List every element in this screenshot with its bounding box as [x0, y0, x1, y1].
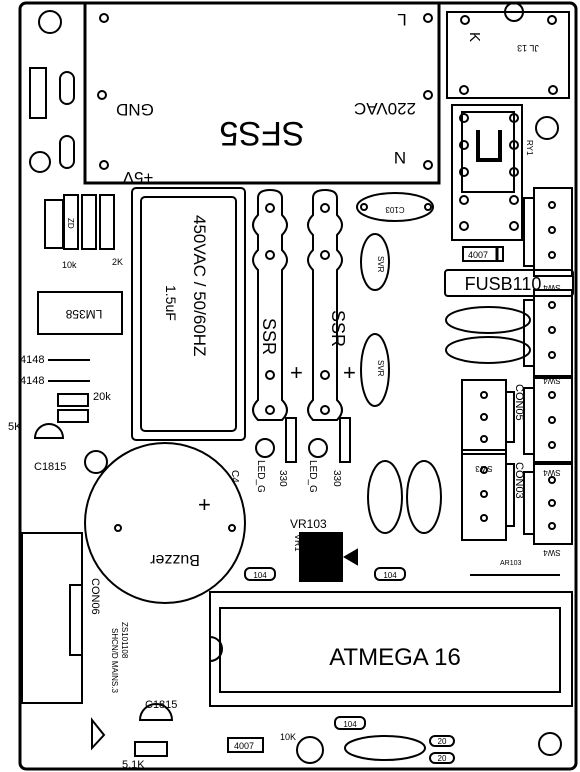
con03-label: CON03	[513, 462, 525, 499]
bottom-components: 104 104 104 4007 10K 20 20 AR103	[227, 560, 560, 764]
r2k-label: 2K	[112, 257, 123, 267]
ssr1-plus: +	[290, 360, 303, 385]
ssr1-label: SSR	[259, 318, 279, 355]
ssr-2: SSR +	[307, 188, 356, 421]
mount-hole-tr	[535, 116, 559, 140]
sw5-label: SW3	[475, 464, 493, 473]
r10k-b-label: 10K	[280, 732, 296, 742]
zd-label: ZD	[66, 218, 75, 229]
vr103: VR103 VR1	[290, 517, 358, 582]
ssr-1: SSR +	[252, 188, 303, 421]
ic-atmega16: ATMEGA 16	[209, 591, 573, 707]
varistors-pair	[445, 306, 531, 364]
n-label: N	[394, 148, 406, 167]
cap-main-2-label: 1.5uF	[163, 285, 179, 321]
caps-pair	[367, 460, 442, 534]
r104-1-label: 104	[253, 571, 267, 580]
atmega-label: ATMEGA 16	[329, 644, 461, 671]
terminal-k-jl13: K JL 13	[446, 11, 570, 99]
r20-1-label: 20	[438, 737, 447, 746]
varistor-svr-1: SVR	[360, 233, 390, 291]
fuse-fusb110: FUSB110	[444, 269, 574, 297]
diode-4007-top: 4007	[462, 246, 504, 262]
r104-3-label: 104	[343, 720, 357, 729]
sfs5-module: SFS5 GND +5V 220VAC L N	[83, 1, 441, 187]
r104-2-label: 104	[383, 571, 397, 580]
r330-1-label: 330	[277, 470, 288, 487]
gnd-label: GND	[116, 100, 154, 119]
buzzer-plus: +	[198, 492, 211, 517]
connector-sw-3: SW4	[523, 377, 573, 477]
r51k-label: 5.1K	[122, 759, 145, 771]
connector-con03: CON03	[461, 449, 525, 541]
c1815-top-label: C1815	[34, 461, 66, 473]
d4148-1-label: 4148	[20, 354, 44, 366]
zs-label: ZS101108	[120, 622, 129, 659]
r330-2-label: 330	[331, 470, 342, 487]
r20-2-label: 20	[438, 754, 447, 763]
cap-c103: C103	[356, 192, 434, 222]
con06-label: CON06	[89, 578, 101, 615]
connector-con06: CON06 ZS101108 SHCN/D MAINS.3	[21, 532, 129, 704]
sw1-label: SW4	[543, 283, 561, 292]
d4007-2-label: 4007	[234, 741, 254, 751]
svr1-label: SVR	[376, 256, 385, 273]
relay-ry1: RY1	[451, 104, 534, 241]
sw4-label: SW4	[543, 548, 561, 557]
led-group: LED_G LED_G 330 330 C4	[229, 417, 351, 493]
r5k-label: 5K	[8, 421, 22, 433]
vr1-label: VR1	[293, 534, 303, 552]
d4148-2-label: 4148	[20, 375, 44, 387]
bottom-left-components: C1815 5.1K	[91, 699, 177, 771]
r20k-label: 20k	[93, 391, 111, 403]
l-label: L	[397, 10, 406, 29]
ssr2-label: SSR	[328, 310, 348, 347]
led1-label: LED_G	[255, 460, 266, 493]
buzzer-label: Buzzer	[149, 551, 199, 568]
main-capacitor: 450VAC / 50/60HZ 1.5uF	[131, 187, 246, 441]
fusb-label: FUSB110	[465, 274, 542, 294]
sfs5-label: SFS5	[219, 114, 304, 152]
ar103-label: AR103	[500, 560, 522, 567]
connector-sw-4: SW4	[523, 461, 573, 557]
mount-hole-bl	[84, 450, 108, 474]
mount-hole-tl	[38, 10, 62, 34]
plus5v-label: +5V	[122, 168, 153, 187]
k-label: K	[466, 32, 483, 42]
mount-hole-br	[538, 732, 562, 756]
varistor-svr-2: SVR	[360, 333, 390, 407]
sw3-label: SW4	[543, 468, 561, 477]
led2-label: LED_G	[307, 460, 318, 493]
svr2-label: SVR	[376, 360, 385, 377]
ssr2-plus: +	[343, 360, 356, 385]
r10k-label: 10k	[62, 260, 77, 270]
shcn-label: SHCN/D MAINS.3	[110, 628, 119, 693]
ry1-label: RY1	[525, 140, 534, 156]
c103-label: C103	[385, 205, 405, 214]
connector-sw-2: SW4	[523, 289, 573, 385]
connector-con05: CON05 SW3	[461, 379, 525, 473]
jl13-label: JL 13	[517, 43, 539, 53]
c4-label: C4	[229, 470, 240, 483]
left-components: ZD 10k 2K LM358 4148 4148 20k 5K C1815	[8, 67, 123, 473]
d4007-1-label: 4007	[468, 250, 488, 260]
vr103-label: VR103	[290, 517, 327, 531]
sw2-label: SW4	[543, 376, 561, 385]
connector-sw-1: SW4	[523, 187, 573, 292]
vac220-label: 220VAC	[354, 99, 416, 118]
con05-label: CON05	[513, 384, 525, 421]
buzzer: Buzzer +	[84, 442, 246, 604]
cap-main-1-label: 450VAC / 50/60HZ	[190, 215, 209, 356]
lm358-label: LM358	[65, 307, 102, 321]
